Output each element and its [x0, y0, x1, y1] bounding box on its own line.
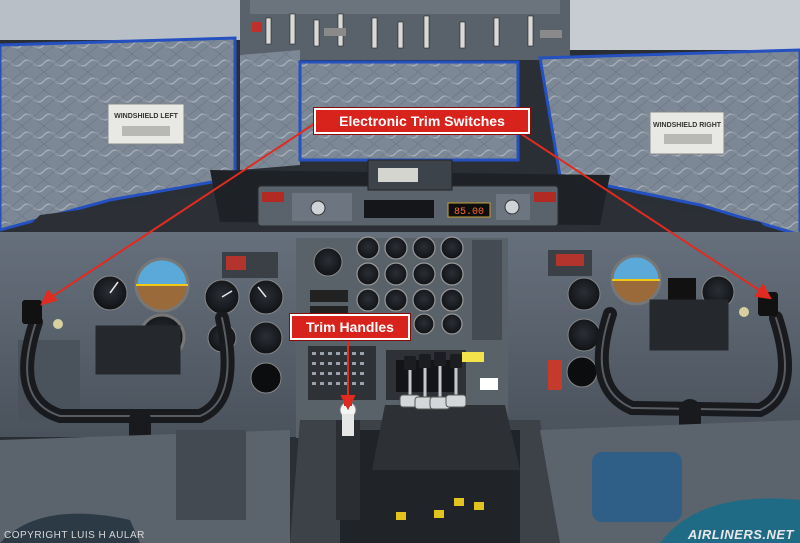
- placard-windshield-left: WINDSHIELD LEFT: [107, 103, 185, 145]
- callout-arrows: [40, 123, 772, 411]
- airliners-watermark: AIRLINERS.NET: [687, 527, 794, 542]
- arrowhead-trim-switches-left: [40, 289, 58, 306]
- standby-compass: [367, 159, 453, 191]
- ceiling-right: [560, 0, 800, 50]
- throttle-pedestal: [290, 405, 560, 543]
- copyright-credit: COPYRIGHT LUIS H AULAR: [4, 530, 145, 541]
- first-officer-instruments: [548, 250, 735, 390]
- captain-seat: [0, 513, 140, 543]
- overhead-panel: [240, 0, 570, 60]
- arrowhead-trim-switches-right: [754, 283, 772, 300]
- callout-trim-handles: Trim Handles: [290, 314, 410, 340]
- svg-text:WINDSHIELD RIGHT: WINDSHIELD RIGHT: [653, 122, 722, 129]
- arrow-trim-switches-right: [505, 123, 763, 293]
- frequency-readout: 85.00: [454, 207, 484, 218]
- ceiling-left: [0, 0, 240, 40]
- placard-windshield-right: WINDSHIELD RIGHT: [649, 111, 725, 155]
- yoke-trim-switch-left: [22, 300, 63, 329]
- first-officer-seat: [592, 452, 800, 543]
- engine-instruments: [310, 236, 502, 340]
- callout-electronic-trim-switches: Electronic Trim Switches: [314, 108, 530, 134]
- arrow-trim-switches-left: [49, 123, 315, 299]
- throttle-levers: [396, 352, 484, 520]
- svg-text:WINDSHIELD LEFT: WINDSHIELD LEFT: [114, 113, 178, 120]
- arrowhead-trim-handles: [340, 395, 356, 411]
- mode-control-panel: 85.00: [257, 185, 559, 227]
- trim-handle-assembly: [336, 400, 360, 520]
